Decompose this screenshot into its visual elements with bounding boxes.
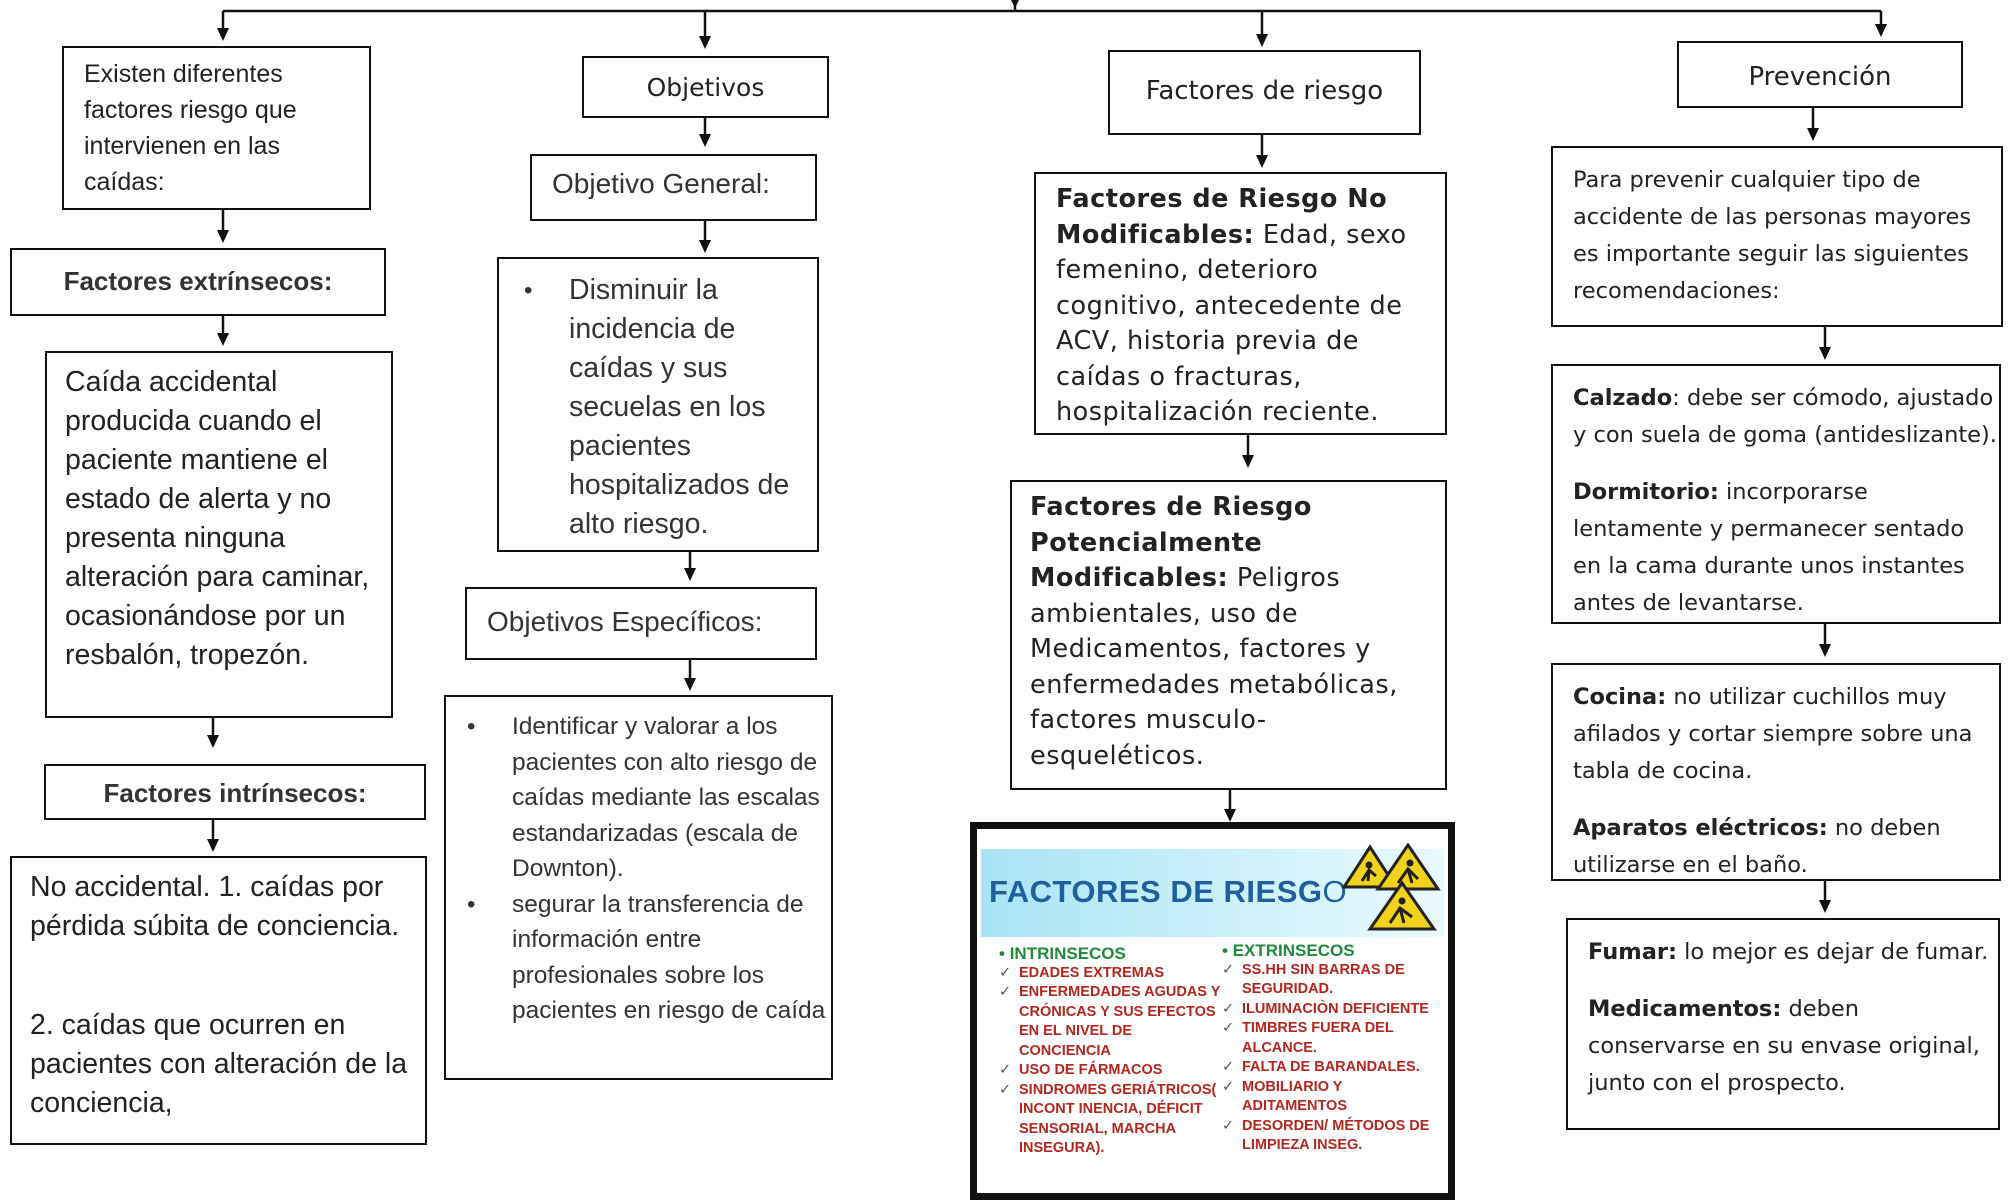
potencialmente-modificables-desc: Peligros ambientales, uso de Medicamento… <box>1030 563 1398 771</box>
prevencion-fumar-text: Fumar: lo mejor es dejar de fumar. Medic… <box>1588 939 1989 1096</box>
potencialmente-modificables-label: Factores de Riesgo Potencialmente Modifi… <box>1030 492 1312 593</box>
no-modificables-label: Factores de Riesgo No Modificables: <box>1056 184 1388 250</box>
objetivos-especificos-item-2: segurar la transferencia de información … <box>467 887 827 1029</box>
objetivos-title-box: Objetivos <box>582 56 829 118</box>
infographic-extrinsic-item: DESORDEN/ MÉTODOS DE LIMPIEZA INSEG. <box>1222 1117 1437 1156</box>
infographic-extrinsic-column: • EXTRINSECOS SS.HH SIN BARRAS DE SEGURI… <box>1222 941 1437 1156</box>
intro-box: Existen diferentes factores riesgo que i… <box>62 46 371 210</box>
factores-riesgo-title-box: Factores de riesgo <box>1108 50 1421 135</box>
objetivos-especificos-list-box: Identificar y valorar a los pacientes co… <box>444 695 833 1080</box>
infographic-extrinsic-item: TIMBRES FUERA DEL ALCANCE. <box>1222 1019 1437 1058</box>
extrinsic-title: Factores extrínsecos: <box>63 266 333 296</box>
no-modificables-box: Factores de Riesgo No Modificables: Edad… <box>1034 172 1447 435</box>
warning-signs-icon <box>1342 843 1441 931</box>
prevencion-intro: Para prevenir cualquier tipo de accident… <box>1573 167 1972 304</box>
objetivo-general-item: Disminuir la incidencia de caídas y sus … <box>524 271 809 544</box>
objetivo-general-box: Objetivo General: <box>530 154 817 221</box>
extrinsic-title-box: Factores extrínsecos: <box>10 248 386 316</box>
prevencion-calzado-text: Calzado: debe ser cómodo, ajustado y con… <box>1573 385 1997 616</box>
prevencion-cocina-box: Cocina: no utilizar cuchillos muy afilad… <box>1551 663 2001 881</box>
objetivos-especificos-list: Identificar y valorar a los pacientes co… <box>467 709 827 1029</box>
infographic-extrinsic-item: MOBILIARIO Y ADITAMENTOS <box>1222 1078 1437 1117</box>
factores-riesgo-title: Factores de riesgo <box>1145 76 1384 106</box>
infographic-intrinsic-item: ENFERMEDADES AGUDAS Y CRÓNICAS Y SUS EFE… <box>999 983 1221 1061</box>
objetivos-especificos-item-1: Identificar y valorar a los pacientes co… <box>467 709 827 887</box>
objetivos-title: Objetivos <box>646 73 765 102</box>
objetivo-general-list-box: Disminuir la incidencia de caídas y sus … <box>497 257 819 552</box>
prevencion-calzado-box: Calzado: debe ser cómodo, ajustado y con… <box>1551 364 2001 624</box>
infographic-intrinsic-item: USO DE FÁRMACOS <box>999 1061 1221 1081</box>
infographic-intrinsic-column: • INTRINSECOS EDADES EXTREMAS ENFERMEDAD… <box>999 944 1221 1159</box>
objetivo-general-title: Objetivo General: <box>552 168 770 199</box>
intrinsic-text-box: No accidental. 1. caídas por pérdida súb… <box>10 856 427 1145</box>
objetivos-especificos-box: Objetivos Específicos: <box>465 587 817 660</box>
infographic-extrinsic-item: SS.HH SIN BARRAS DE SEGURIDAD. <box>1222 961 1437 1000</box>
infographic-extrinsic-item: FALTA DE BARANDALES. <box>1222 1058 1437 1078</box>
extrinsic-text: Caída accidental producida cuando el pac… <box>65 366 370 671</box>
intrinsic-text-2: 2. caídas que ocurren en pacientes con a… <box>30 1009 408 1119</box>
extrinsic-text-box: Caída accidental producida cuando el pac… <box>45 351 393 718</box>
prevencion-cocina-text: Cocina: no utilizar cuchillos muy afilad… <box>1573 684 1973 878</box>
prevencion-title-box: Prevención <box>1677 41 1963 108</box>
potencialmente-modificables-text: Factores de Riesgo Potencialmente Modifi… <box>1030 490 1435 774</box>
factores-riesgo-infographic: FACTORES DE RIESGO • INTRINSECOS EDADES … <box>970 822 1455 1200</box>
intrinsic-text-1: No accidental. 1. caídas por pérdida súb… <box>30 871 400 942</box>
intrinsic-title: Factores intrínsecos: <box>103 778 367 808</box>
prevencion-intro-box: Para prevenir cualquier tipo de accident… <box>1551 146 2003 327</box>
infographic-extrinsic-head: • EXTRINSECOS <box>1222 941 1355 960</box>
prevencion-title: Prevención <box>1748 62 1892 92</box>
infographic-intrinsic-item: EDADES EXTREMAS <box>999 964 1221 984</box>
objetivos-especificos-title: Objetivos Específicos: <box>487 606 763 637</box>
prevencion-fumar-box: Fumar: lo mejor es dejar de fumar. Medic… <box>1566 918 2000 1130</box>
arrowheads <box>207 0 1887 913</box>
potencialmente-modificables-box: Factores de Riesgo Potencialmente Modifi… <box>1010 480 1447 790</box>
no-modificables-desc: Edad, sexo femenino, deterioro cognitivo… <box>1056 219 1407 428</box>
no-modificables-text: Factores de Riesgo No Modificables: Edad… <box>1056 182 1441 431</box>
infographic-intrinsic-item: SINDROMES GERIÁTRICOS( INCONT INENCIA, D… <box>999 1081 1221 1159</box>
intrinsic-title-box: Factores intrínsecos: <box>44 764 426 820</box>
infographic-extrinsic-item: ILUMINACIÒN DEFICIENTE <box>1222 1000 1437 1020</box>
infographic-title: FACTORES DE RIESGO <box>989 874 1348 909</box>
objetivo-general-list: Disminuir la incidencia de caídas y sus … <box>524 271 809 544</box>
intro-text: Existen diferentes factores riesgo que i… <box>84 60 297 196</box>
infographic-intrinsic-head: • INTRINSECOS <box>999 944 1126 963</box>
